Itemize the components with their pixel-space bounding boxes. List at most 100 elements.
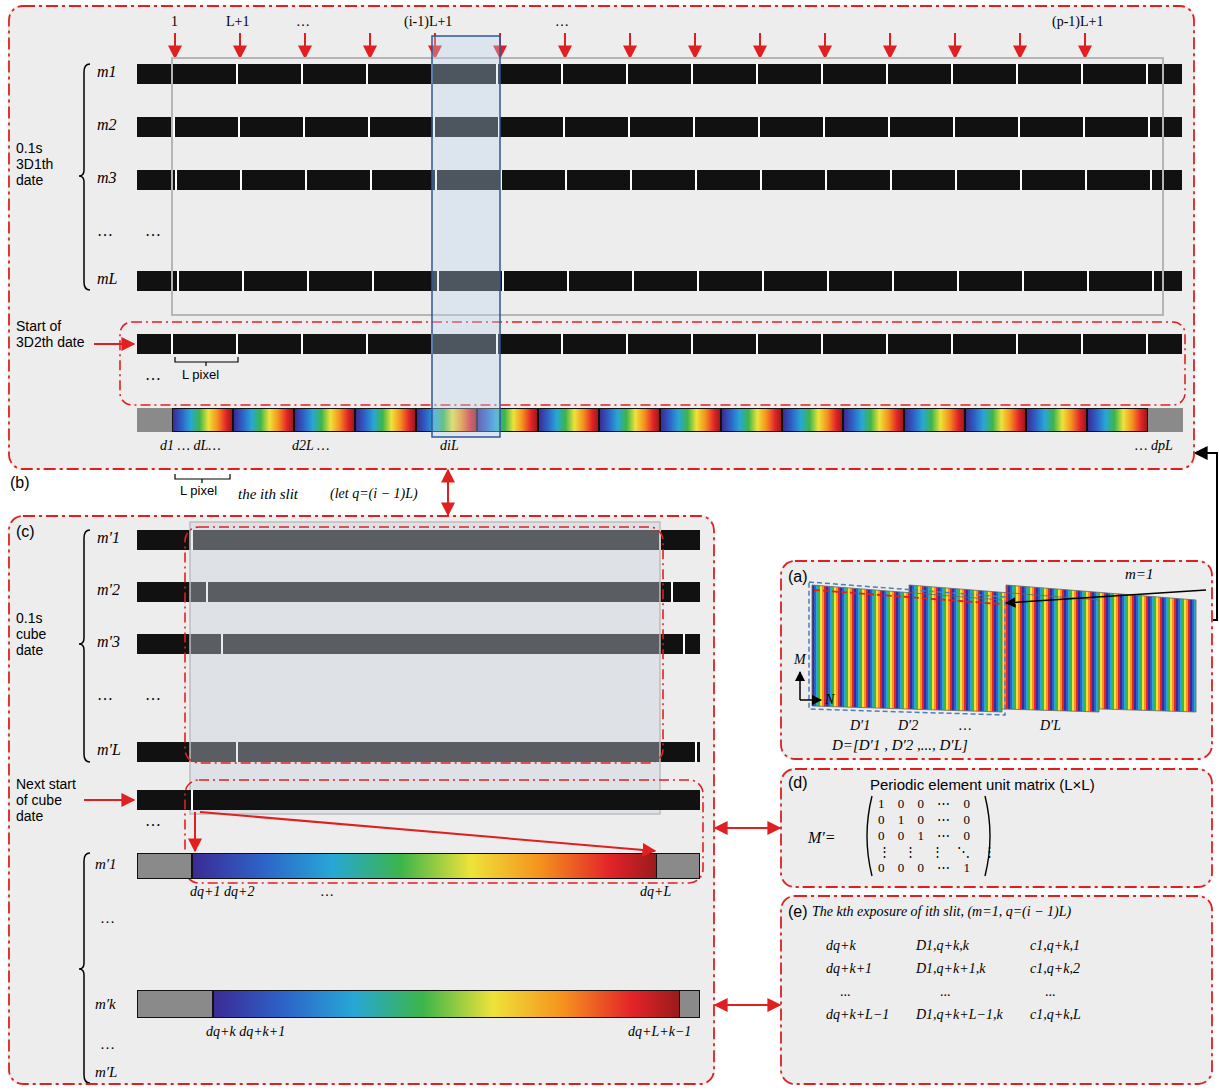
connector-arrow xyxy=(447,470,449,515)
spectrum-segment xyxy=(1088,409,1147,431)
matrix-row: 0 0 1 ⋯ 0 xyxy=(878,829,970,844)
pixel-divider xyxy=(307,271,309,291)
pixel-divider xyxy=(758,117,760,137)
spectrum-segment xyxy=(173,409,232,431)
spectral-strip xyxy=(137,408,1183,432)
row-label: m′L xyxy=(95,1064,117,1081)
table-cell: c1,q+k,2 xyxy=(1030,961,1080,977)
panel-letter: (c) xyxy=(16,523,35,541)
panel-outline xyxy=(780,560,1213,760)
pixel-divider xyxy=(366,334,368,354)
slit-divider xyxy=(671,582,673,602)
annotation: … xyxy=(145,812,161,830)
dash-dot-border xyxy=(781,769,1212,887)
index-label: L+1 xyxy=(226,14,249,30)
strip-end xyxy=(138,991,212,1017)
pixel-divider xyxy=(175,170,177,190)
panel-a: (a) xyxy=(780,560,1213,760)
matrix-row: 0 0 0 ⋯ 1 xyxy=(878,861,970,876)
pixel-divider xyxy=(370,170,372,190)
group-label: Start of 3D2th date xyxy=(16,318,88,350)
dashed-region xyxy=(185,780,703,883)
pixel-divider xyxy=(756,64,758,84)
panel-letter: (b) xyxy=(10,474,30,492)
drawing xyxy=(8,5,1213,1085)
pixel-divider xyxy=(632,271,634,291)
matrix-row: ⋮ ⋮ ⋮ ⋱ ⋮ xyxy=(878,845,996,860)
matrix-row: 0 1 0 ⋯ 0 xyxy=(878,813,970,828)
index-arrow xyxy=(889,33,891,58)
spectrum-segment xyxy=(234,409,293,431)
annotation: … xyxy=(145,686,161,704)
pixel-bracket xyxy=(175,474,230,483)
panel-ground xyxy=(780,560,1213,760)
index-arrow xyxy=(369,33,371,58)
brace xyxy=(79,530,90,762)
spectrum-segment xyxy=(539,409,598,431)
slit-divider xyxy=(695,742,697,762)
slit-divider xyxy=(191,790,193,810)
connector-arrow xyxy=(715,1004,780,1006)
pixel-divider xyxy=(1152,271,1154,291)
spectrum-bar xyxy=(137,853,700,879)
panel-letter: (e) xyxy=(788,903,808,921)
row-label: m2 xyxy=(97,116,117,134)
annotation: dq+k dq+k+1 xyxy=(206,1024,285,1040)
pixel-divider xyxy=(886,64,888,84)
row-label: m′L xyxy=(97,741,121,759)
dash-dot-border xyxy=(781,561,1212,759)
spectrum-segment xyxy=(295,409,354,431)
strip-end xyxy=(680,991,699,1017)
spectrum-segment xyxy=(905,409,964,431)
pixel-divider xyxy=(366,64,368,84)
index-arrow xyxy=(1019,33,1021,58)
window-outline xyxy=(172,58,1163,315)
pixel-divider xyxy=(626,334,628,354)
pixel-divider xyxy=(1016,64,1018,84)
sheet-outline xyxy=(809,582,1005,715)
pixel-divider xyxy=(1020,170,1022,190)
pixel-divider xyxy=(827,271,829,291)
pixel-divider xyxy=(171,334,173,354)
annotation: dq+L xyxy=(640,884,671,900)
row-label: … xyxy=(100,910,115,927)
spectrum-bar xyxy=(137,990,700,1018)
index-label: (i-1)L+1 xyxy=(404,14,452,30)
pixel-divider xyxy=(1148,117,1150,137)
pixel-divider xyxy=(561,64,563,84)
table-cell: dq+k xyxy=(826,938,856,954)
panel-ground xyxy=(780,768,1213,888)
pixel-divider xyxy=(177,271,179,291)
annotation: N xyxy=(825,692,834,708)
annotation: D′L xyxy=(1040,718,1061,734)
pixel-divider xyxy=(1085,170,1087,190)
index-arrow xyxy=(759,33,761,58)
data-sheet xyxy=(812,585,1002,712)
index-arrow xyxy=(564,33,566,58)
row-label: m3 xyxy=(97,169,117,187)
pixel-divider xyxy=(955,170,957,190)
annotation: d1 … dL… xyxy=(160,438,221,454)
slit-divider xyxy=(683,634,685,654)
pixel-divider xyxy=(1022,271,1024,291)
row-label: m1 xyxy=(97,63,117,81)
spectrum-segment xyxy=(783,409,842,431)
index-label: … xyxy=(296,14,310,30)
pixel-divider xyxy=(305,170,307,190)
pixel-divider xyxy=(1146,334,1148,354)
index-arrow xyxy=(1084,33,1086,58)
annotation: … xyxy=(958,718,972,734)
pixel-divider xyxy=(892,271,894,291)
pixel-divider xyxy=(890,170,892,190)
pixel-divider xyxy=(762,271,764,291)
annotation: diL xyxy=(440,438,459,454)
connector-arrow xyxy=(1195,453,1217,620)
index-arrow xyxy=(239,33,241,58)
annotation: L pixel xyxy=(180,484,217,499)
pixel-divider xyxy=(238,117,240,137)
cube-bar xyxy=(137,790,700,810)
row-label: m′2 xyxy=(97,581,120,599)
panel-heading: Periodic element unit matrix (L×L) xyxy=(870,776,1095,793)
panel-letter: (a) xyxy=(788,568,808,586)
